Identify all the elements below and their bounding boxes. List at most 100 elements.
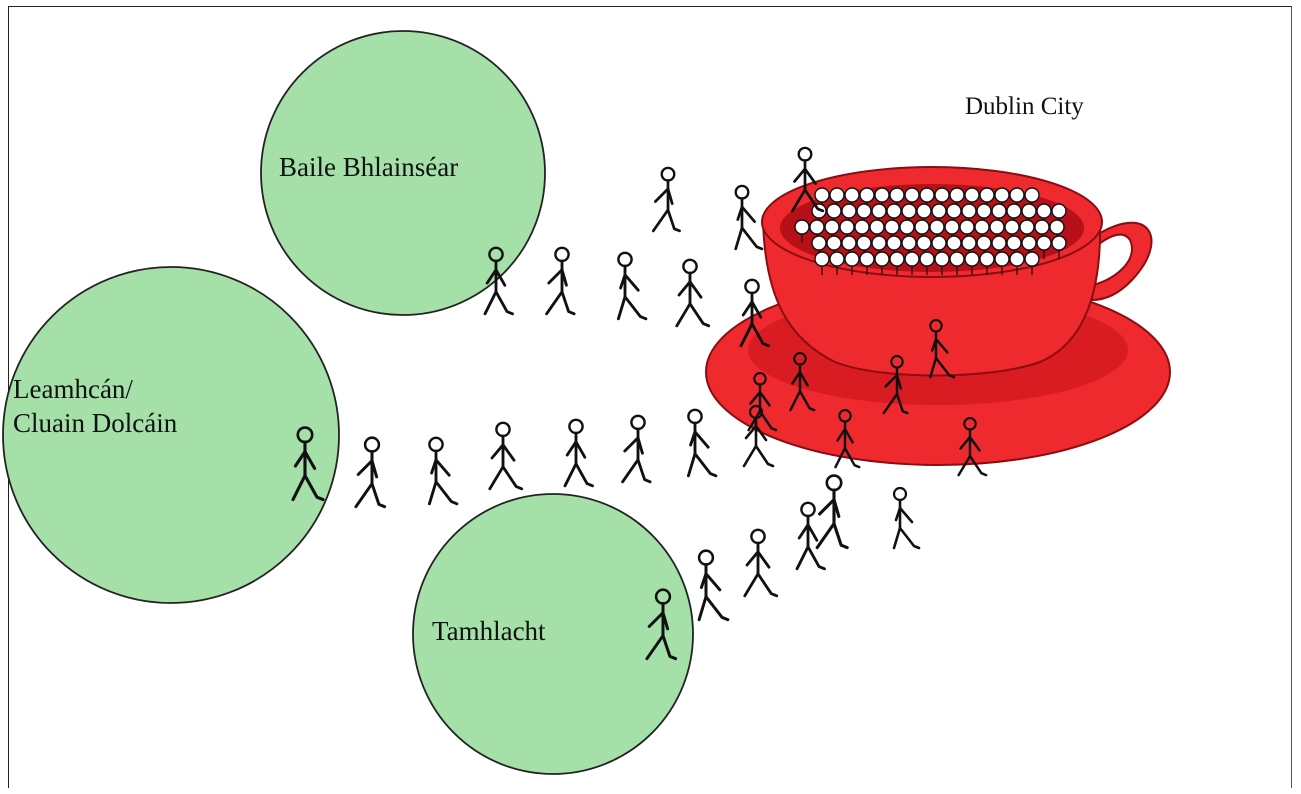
crowd-head (874, 251, 890, 267)
crowd-head (1024, 187, 1040, 203)
crowd-head (1051, 203, 1067, 219)
teacup-icon (705, 166, 1171, 466)
crowd-head (919, 251, 935, 267)
walking-stick-figure-icon (789, 352, 816, 412)
crowd-head (826, 235, 842, 251)
crowd-head (976, 235, 992, 251)
crowd-head (889, 187, 905, 203)
walking-stick-figure-icon (795, 501, 826, 571)
crowd-head (871, 235, 887, 251)
crowd-head (856, 235, 872, 251)
crowd-head (1006, 203, 1022, 219)
label-dublin-city: Dublin City (965, 93, 1084, 120)
label-leamhcan-line1: Leamhcán/ (13, 374, 133, 404)
cup-handle (1091, 221, 1153, 302)
crowd-head (974, 219, 990, 235)
crowd-head (811, 235, 827, 251)
crowd-head (946, 235, 962, 251)
crowd-head (844, 251, 860, 267)
crowd-head (946, 203, 962, 219)
crowd-head (844, 187, 860, 203)
crowd-head (904, 187, 920, 203)
crowd-head (794, 219, 810, 235)
crowd-head (841, 235, 857, 251)
walking-stick-figure-icon (645, 588, 678, 661)
crowd-head (901, 203, 917, 219)
walking-stick-figure-icon (354, 436, 387, 509)
crowd-head (841, 203, 857, 219)
crowd-head (886, 235, 902, 251)
crowd-head (1024, 251, 1040, 267)
walking-stick-figure-icon (488, 421, 524, 491)
label-leamhcan-line2: Cluain Dolcáin (13, 408, 178, 438)
crowd-head (964, 251, 980, 267)
crowd-head (961, 203, 977, 219)
crowd-head (1019, 219, 1035, 235)
crowd-head (859, 251, 875, 267)
crowd-head (829, 187, 845, 203)
crowd-head (914, 219, 930, 235)
walking-stick-figure-icon (892, 486, 921, 550)
walking-stick-figure-icon (743, 528, 779, 598)
walking-stick-figure-icon (815, 474, 849, 550)
walking-stick-figure-icon (545, 246, 576, 316)
crowd-head (949, 187, 965, 203)
crowd-head (1021, 203, 1037, 219)
walking-stick-figure-icon (882, 355, 909, 415)
circle-baile-bhlainsear (260, 30, 546, 316)
walking-stick-figure-icon (747, 372, 778, 432)
crowd-head (824, 219, 840, 235)
crowd-head (944, 219, 960, 235)
crowd-head (979, 187, 995, 203)
label-leamhcan: Leamhcán/ Cluain Dolcáin (13, 372, 177, 440)
crowd-head (886, 203, 902, 219)
walking-stick-figure-icon (734, 184, 764, 251)
crowd-head (1036, 203, 1052, 219)
crowd-head (904, 251, 920, 267)
walking-stick-figure-icon (616, 251, 648, 321)
crowd-head (916, 235, 932, 251)
crowd-head (871, 203, 887, 219)
walking-stick-figure-icon (563, 418, 594, 488)
crowd-head (854, 219, 870, 235)
crowd-head (961, 235, 977, 251)
crowd-head (1009, 251, 1025, 267)
walking-stick-figure-icon (957, 417, 988, 477)
walking-figures (291, 146, 988, 661)
crowd-head (899, 219, 915, 235)
crowd-head (1006, 235, 1022, 251)
walking-stick-figure-icon (427, 436, 459, 506)
crowd-head (809, 219, 825, 235)
crowd-head (991, 235, 1007, 251)
crowd-head (979, 251, 995, 267)
crowd-head (829, 251, 845, 267)
crowd-in-cup (794, 187, 1067, 275)
crowd-head (931, 235, 947, 251)
crowd-head (901, 235, 917, 251)
crowd-head (1051, 235, 1067, 251)
crowd-head (994, 251, 1010, 267)
crowd-head (916, 203, 932, 219)
walking-stick-figure-icon (739, 278, 770, 348)
crowd-head (931, 203, 947, 219)
crowd-head (1009, 187, 1025, 203)
circle-leamhcan (2, 266, 340, 604)
crowd-head (994, 187, 1010, 203)
crowd-head (959, 219, 975, 235)
walking-stick-figure-icon (929, 319, 956, 379)
crowd-head (1021, 235, 1037, 251)
crowd-head (814, 187, 830, 203)
label-tamhlacht: Tamhlacht (432, 616, 546, 646)
walking-stick-figure-icon (675, 258, 711, 328)
crowd-head (976, 203, 992, 219)
crowd-head (1004, 219, 1020, 235)
walking-stick-figure-icon (697, 549, 730, 622)
crowd-head (814, 251, 830, 267)
crowd-head (856, 203, 872, 219)
crowd-head (934, 251, 950, 267)
walking-stick-figure-icon (834, 409, 861, 469)
crowd-head (1034, 219, 1050, 235)
crowd-head (919, 187, 935, 203)
crowd-head (1049, 219, 1065, 235)
